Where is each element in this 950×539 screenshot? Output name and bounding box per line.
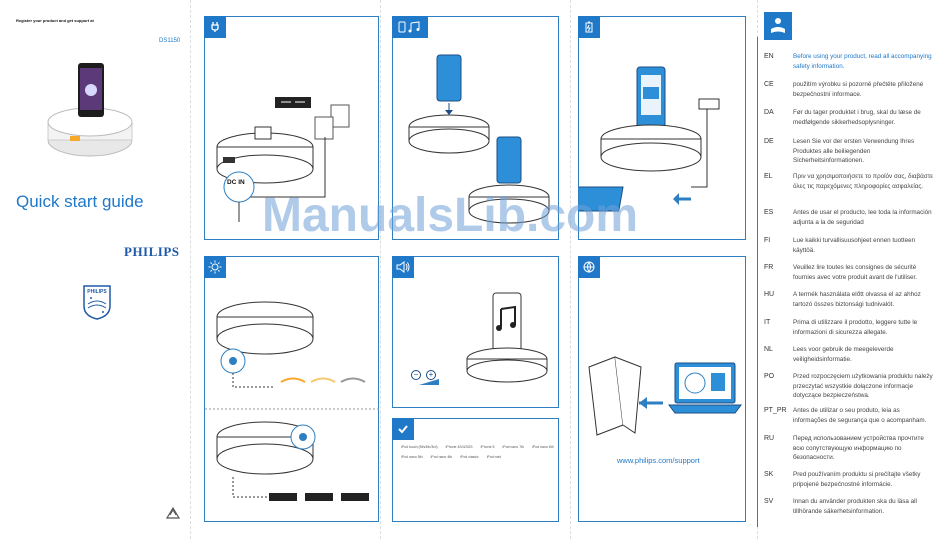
device-item: iPod classic [460, 455, 479, 459]
language-safety-text: Før du tager produktet i brug, skal du l… [793, 109, 921, 126]
language-safety-text: A termék használata előtt olvassa el az … [793, 291, 921, 308]
reading-person-icon [764, 12, 792, 40]
language-safety-text: Innan du använder produkten ska du läsa … [793, 498, 917, 515]
guide-title: Quick start guide [16, 192, 144, 211]
device-item: iPhone 4S/4/3GS [445, 445, 473, 449]
volume-up-button[interactable]: + [426, 370, 436, 380]
device-item: iPod nano 6th [532, 445, 554, 449]
language-safety-text: Antes de utilizar o seu produto, leia as… [793, 407, 927, 424]
watermark: ManualsLib.com [262, 189, 639, 242]
language-code: FR [764, 264, 774, 271]
language-code: RU [764, 435, 775, 442]
language-code: PT_PR [764, 407, 787, 414]
fold-line [380, 0, 381, 539]
column-border [757, 37, 758, 527]
panel-support: www.philips.com/support [578, 256, 746, 522]
charge-illustration [579, 66, 720, 212]
language-code: PO [764, 373, 775, 380]
power-illustration [216, 97, 350, 222]
language-safety-text: Lees voor gebruik de meegeleverde veilig… [793, 346, 894, 363]
language-code: HU [764, 291, 775, 298]
fold-line [190, 0, 191, 539]
panel-power: DC IN [204, 16, 379, 240]
phone-music-icon [392, 16, 428, 38]
device-item: iPod nano 7th [502, 445, 525, 449]
language-code: EL [764, 173, 773, 180]
dock-illustration [408, 54, 550, 224]
language-code: ES [764, 209, 774, 216]
language-safety-text: Перед использованием устройства прочтите… [793, 435, 924, 461]
volume-illustration [419, 292, 548, 385]
device-item: iPod mini [486, 455, 502, 459]
sun-icon [204, 256, 226, 278]
device-item: iPod nano 5th [401, 455, 423, 459]
language-safety-text: Przed rozpoczęciem użytkowania produktu … [793, 373, 933, 399]
device-list: iPod touch (5th/4th/3rd) iPhone 4S/4/3GS… [401, 445, 556, 459]
globe-icon [578, 256, 600, 278]
language-code: SK [764, 471, 774, 478]
fold-line [570, 0, 571, 539]
language-code: IT [764, 319, 771, 326]
language-safety-text: použitím výrobku si pozorně přečtěte při… [793, 81, 924, 98]
brand-logo: PHILIPS [124, 244, 180, 259]
support-illustration [588, 356, 742, 436]
panel-charge [578, 16, 746, 240]
language-code: DE [764, 138, 774, 145]
language-code: CE [764, 81, 774, 88]
device-item: iPod touch (5th/4th/3rd) [401, 445, 438, 449]
battery-icon [578, 16, 600, 38]
panel-compatibility: iPod touch (5th/4th/3rd) iPhone 4S/4/3GS… [392, 418, 559, 522]
language-safety-text: Antes de usar el producto, lee toda la i… [793, 209, 932, 226]
model-number: DS1150 [159, 38, 181, 44]
language-safety-text: Veuillez lire toutes les consignes de sé… [793, 264, 918, 281]
check-icon [392, 418, 414, 440]
device-item: iPod nano 4th [430, 455, 453, 459]
volume-down-button[interactable]: − [411, 370, 421, 380]
product-image [47, 63, 133, 157]
language-safety-text: Lue kaikki turvallisuusohjeet ennen tuot… [793, 237, 916, 254]
language-safety-text: Before using your product, read all acco… [793, 53, 932, 70]
panel-dock [392, 16, 559, 240]
recycle-icon [165, 506, 181, 519]
speaker-icon [392, 256, 414, 278]
panel-brightness [204, 256, 380, 522]
philips-shield-icon: PHILIPS [83, 285, 111, 320]
language-code: FI [764, 237, 771, 244]
plug-icon [204, 16, 226, 38]
language-code: DA [764, 109, 774, 116]
panel-volume: − + [392, 256, 559, 408]
language-safety-text: Pred používaním produktu si prečítajte v… [793, 471, 921, 488]
device-item: iPhone 5 [480, 445, 495, 449]
dc-in-label: DC IN [227, 179, 245, 186]
language-safety-text: Lesen Sie vor der ersten Verwendung Ihre… [793, 138, 915, 164]
register-text: Register your product and get support at [16, 18, 94, 23]
language-safety-text: Πριν να χρησιμοποιήσετε το προϊόν σας, δ… [793, 173, 934, 190]
language-code: EN [764, 53, 774, 60]
language-safety-text: Prima di utilizzare il prodotto, leggere… [793, 319, 918, 336]
brightness-illustration [205, 301, 380, 501]
shield-text: PHILIPS [87, 289, 107, 295]
support-link[interactable]: www.philips.com/support [617, 456, 700, 465]
language-code: SV [764, 498, 774, 505]
language-code: NL [764, 346, 773, 353]
